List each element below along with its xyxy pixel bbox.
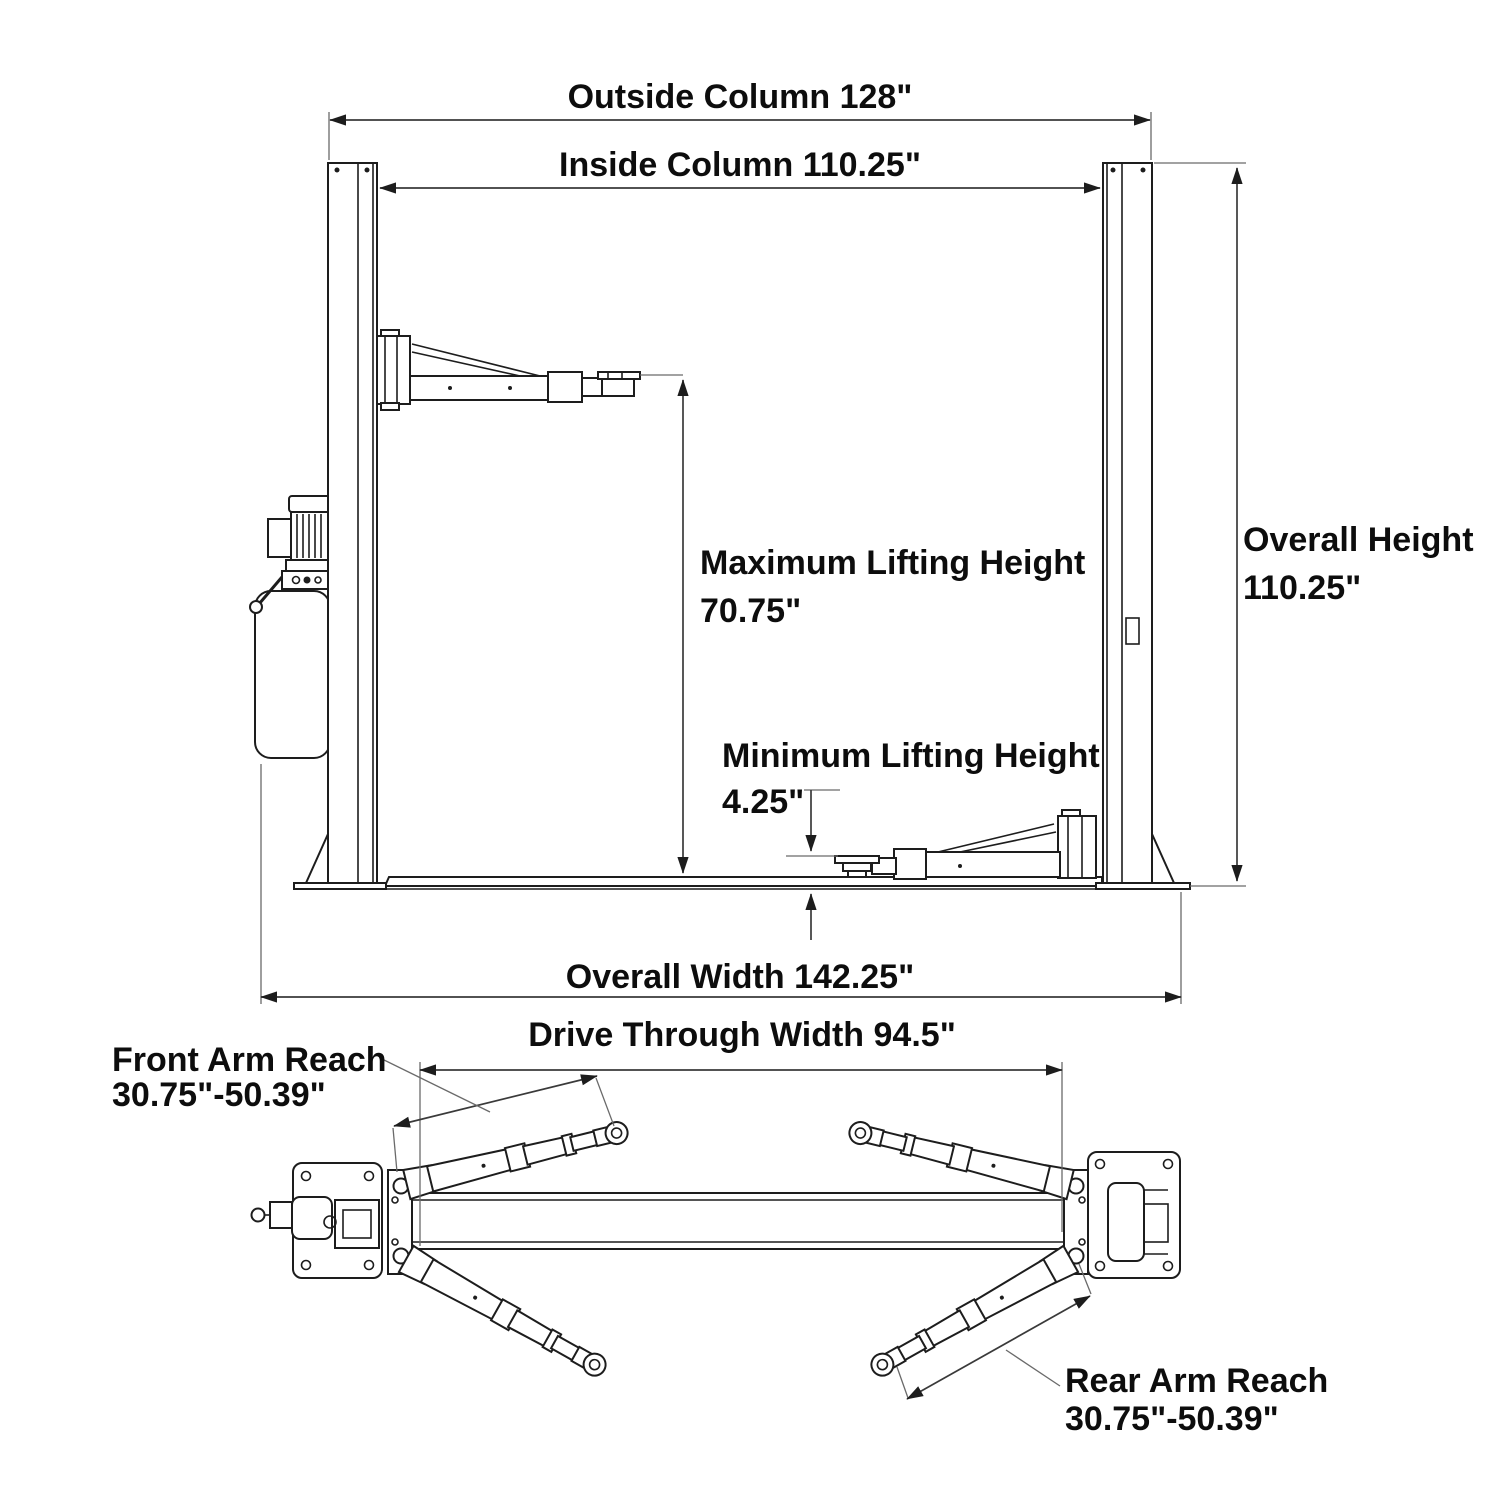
pad-mount-hole	[854, 1127, 867, 1139]
dim-min-lifting-height: Minimum Lifting Height 4.25"	[722, 737, 1100, 940]
lock-latch-window	[1125, 617, 1140, 645]
left-baseplate	[293, 882, 387, 890]
pad-mount-hole	[876, 1358, 889, 1371]
arm-body	[921, 851, 1061, 878]
rear-left-arm	[397, 1244, 607, 1377]
column-section-plan	[1107, 1182, 1145, 1262]
motor-cap	[288, 495, 332, 513]
motor-base	[285, 559, 333, 572]
arm-body	[409, 375, 551, 401]
arm-collar	[547, 371, 583, 403]
overall-width-label: Overall Width 142.25"	[566, 958, 914, 996]
drive-through-width-label: Drive Through Width 94.5"	[528, 1016, 956, 1054]
max-lifting-height-value: 70.75"	[700, 592, 801, 630]
motor-fins	[296, 514, 322, 558]
dim-outside-column: Outside Column 128"	[328, 78, 1152, 160]
front-view: Outside Column 128" Inside Column 110.25…	[249, 78, 1474, 1004]
lowered-lift-arm	[834, 809, 1097, 880]
rear-arm-reach-value: 30.75"-50.39"	[1065, 1400, 1279, 1438]
front-arm-reach-value: 30.75"-50.39"	[112, 1076, 326, 1114]
arm-carriage	[1057, 815, 1097, 879]
pad-mount-hole	[588, 1358, 601, 1371]
right-gusset	[1151, 833, 1176, 884]
overall-height-label: Overall Height	[1243, 521, 1474, 559]
gearbox-plan	[334, 1199, 380, 1249]
front-left-arm	[402, 1121, 629, 1201]
front-arm-reach-leader	[379, 1057, 491, 1113]
left-carriage-plan	[387, 1169, 413, 1275]
right-column	[1095, 162, 1191, 890]
right-base-plan	[1087, 1151, 1181, 1279]
rear-arm-reach-label: Rear Arm Reach	[1065, 1362, 1328, 1400]
shaft-end	[250, 1207, 266, 1223]
min-lifting-height-label: Minimum Lifting Height	[722, 737, 1100, 775]
floor-plate	[294, 876, 1190, 890]
front-right-arm	[848, 1121, 1075, 1201]
outside-column-label: Outside Column 128"	[568, 78, 913, 116]
beam-plan	[411, 1192, 1066, 1250]
dim-max-lifting-height: Maximum Lifting Height 70.75"	[640, 374, 1085, 874]
dim-front-arm-reach: Front Arm Reach 30.75"-50.39"	[112, 1041, 615, 1173]
left-gusset	[304, 833, 329, 884]
hydraulic-tank	[254, 590, 331, 759]
left-base-plan	[250, 1162, 383, 1279]
top-view: Drive Through Width 94.5" Front Arm Reac…	[112, 1016, 1328, 1438]
right-baseplate	[1095, 882, 1191, 890]
dim-overall-height: Overall Height 110.25"	[1154, 162, 1474, 887]
dim-rear-arm-reach: Rear Arm Reach 30.75"-50.39"	[896, 1263, 1328, 1438]
dim-inside-column: Inside Column 110.25"	[379, 146, 1101, 194]
power-unit	[249, 495, 333, 759]
overall-height-value: 110.25"	[1243, 569, 1361, 607]
pump-plan	[269, 1201, 293, 1229]
arm-carriage	[376, 335, 411, 405]
rear-arm-reach-leader	[1005, 1349, 1061, 1387]
lift-pad	[834, 855, 880, 864]
raised-lift-arm	[376, 329, 641, 411]
arm-extension	[581, 377, 603, 397]
front-arm-reach-label: Front Arm Reach	[112, 1041, 387, 1079]
arm-collar	[893, 848, 927, 880]
dim-overall-width: Overall Width 142.25"	[260, 764, 1182, 1004]
lift-pad	[597, 371, 641, 380]
left-column	[293, 162, 387, 890]
max-lifting-height-label: Maximum Lifting Height	[700, 544, 1085, 582]
release-handle	[257, 576, 284, 605]
dim-drive-through-width: Drive Through Width 94.5"	[419, 1016, 1063, 1246]
inside-column-label: Inside Column 110.25"	[559, 146, 921, 184]
min-lifting-height-value: 4.25"	[722, 783, 804, 821]
pad-mount-hole	[610, 1127, 623, 1139]
